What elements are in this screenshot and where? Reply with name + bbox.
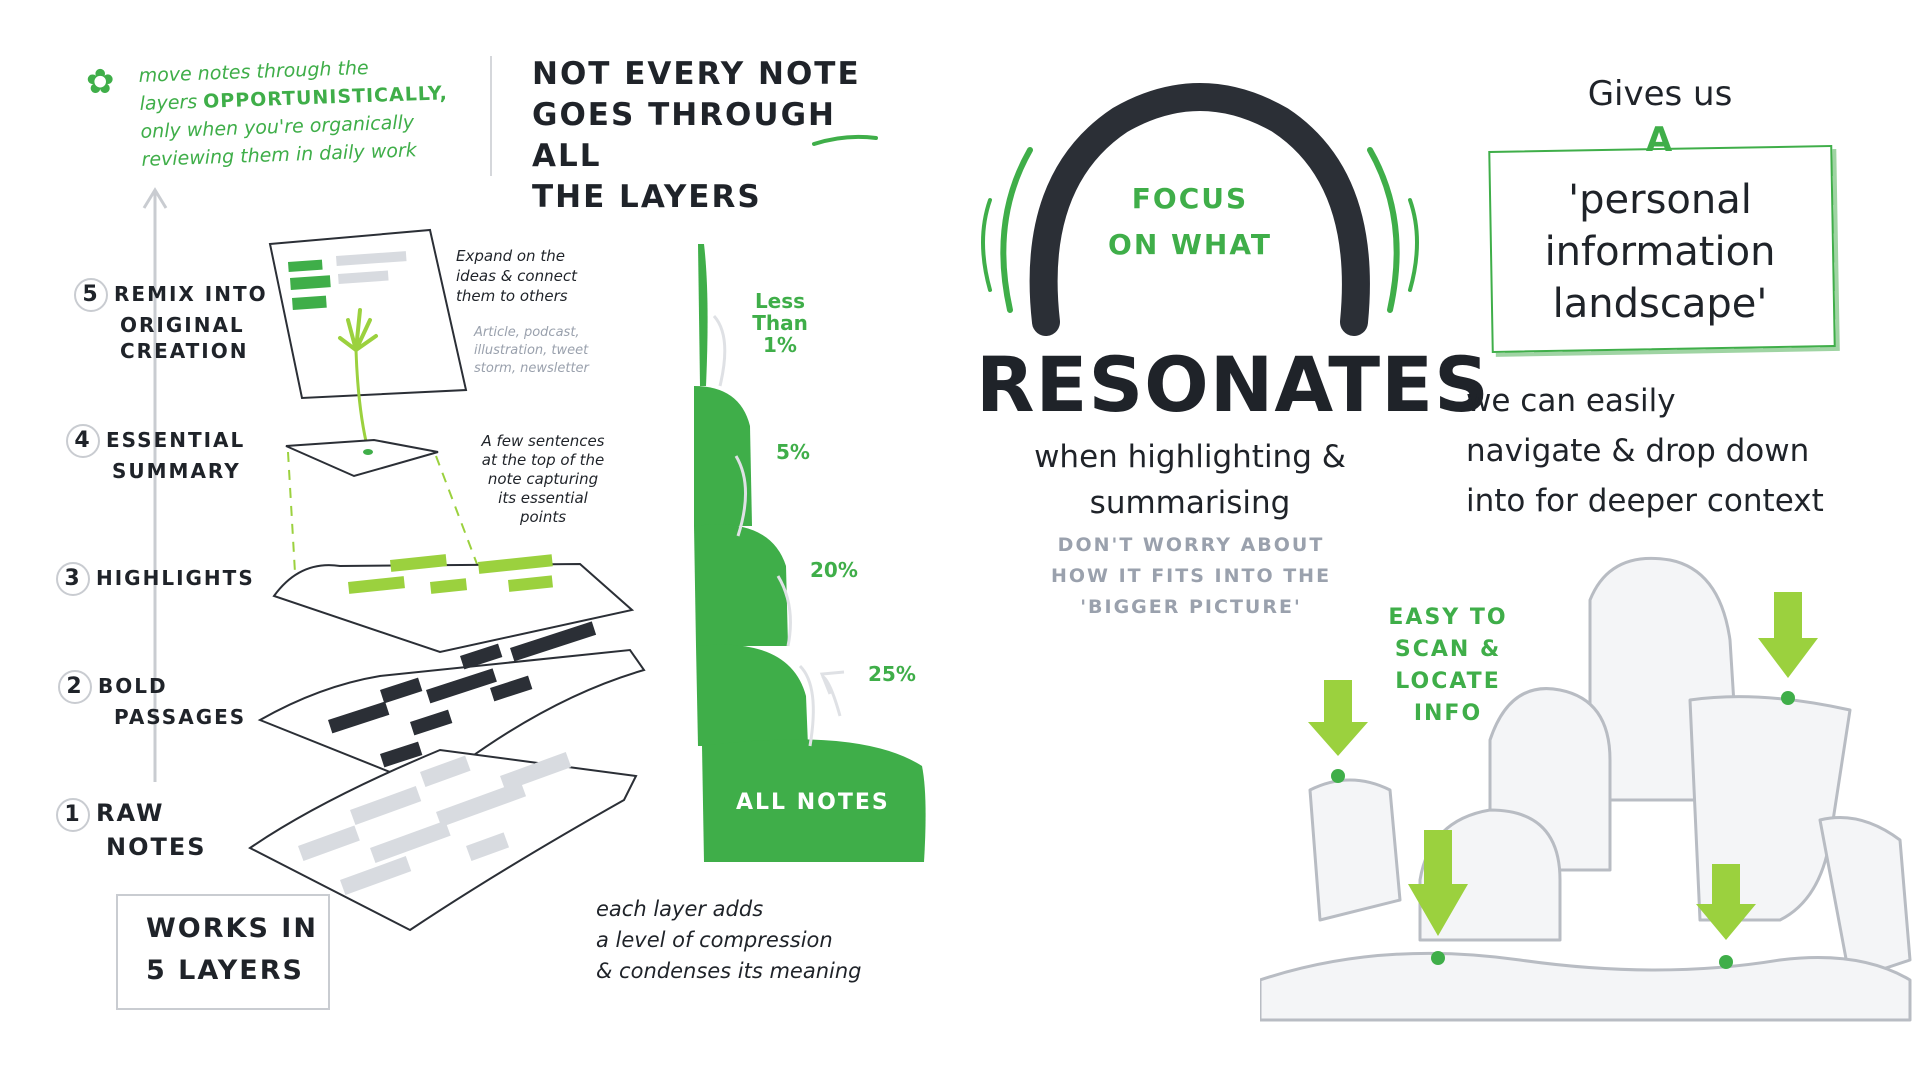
all-underline [812,134,878,146]
compression-annotation: each layer adds a level of compression &… [596,894,916,987]
layers-up-arrow [142,187,168,782]
gives-us-text: Gives us [1587,74,1733,114]
works-in-line2: 5 LAYERS [146,955,304,986]
pil-line3: landscape' [1552,281,1768,327]
navigate-text: we can easily navigate & drop down into … [1466,376,1906,526]
resonates-headline: RESONATES [976,340,1490,429]
outputs-annotation: Article, podcast, illustration, tweet st… [474,324,624,378]
twentyfive-pct-label: 25% [868,662,916,686]
easy-line3: LOCATE [1395,669,1501,694]
navigate-line1: we can easily [1466,383,1676,419]
layer-2-line2: PASSAGES [114,705,247,729]
summary-line5: points [519,508,567,526]
outputs-line3: storm, newsletter [474,361,589,376]
summary-annotation: A few sentences at the top of the note c… [468,432,618,527]
not-every-line2: GOES THROUGH ALL [532,97,836,174]
compression-staircase [694,244,926,862]
easy-to-scan-text: EASY TO SCAN & LOCATE INFO [1368,602,1528,730]
layer-1-line2: NOTES [106,833,207,861]
not-every-line1: NOT every NOTE [532,56,861,92]
compression-line1: each layer adds [596,897,764,921]
dont-worry-line3: 'BIGGER PICTURE' [1080,596,1302,618]
pil-line1: 'personal [1568,177,1752,223]
summary-line3: note capturing [487,470,599,488]
expand-line1: Expand on the [456,247,565,265]
works-in-5-layers-box: WORKS IN 5 LAYERS [116,894,330,1010]
dont-worry-note: DON'T WORRY ABOUT HOW IT FITS INTO THE '… [1046,530,1336,623]
not-every-note-heading: NOT every NOTE GOES THROUGH ALL THE LAYE… [532,54,912,218]
easy-line2: SCAN & [1394,637,1502,662]
compression-line3: & condenses its meaning [596,959,862,983]
summary-line1: A few sentences [481,432,605,450]
focus-line2: ON WHAT [1108,228,1272,261]
less-than-1pct-label: Less Than 1% [740,290,820,356]
navigate-line2: navigate & drop down [1466,433,1810,469]
all-notes-label: ALL NOTES [736,790,890,815]
top-divider [490,56,492,176]
remix-sheet [268,228,468,451]
when-highlighting-text: when highlighting & summarising [990,434,1390,526]
layer-3-number: 3 [56,562,90,596]
layer-4-line2: SUMMARY [112,459,241,483]
summary-line2: at the top of the [481,451,605,469]
bold-passages-sheet [257,621,646,790]
layer-1-line1: RAW [96,799,165,827]
summary-sheet [285,438,481,591]
raw-notes-sheet [248,748,638,932]
less-label: Less [754,289,806,313]
layer-2-line1: BOLD [98,674,168,698]
flower-icon: ✿ [86,62,115,102]
layer-4-number: 4 [66,424,100,458]
highlights-sheet [272,554,635,654]
layer-2-number: 2 [58,670,92,704]
landscape-illustration [1260,556,1912,1022]
easy-line4: INFO [1413,701,1483,726]
pil-line2: information [1544,229,1776,275]
focus-on-what-text: FOCUS ON WHAT [1090,176,1290,268]
layer-5-number: 5 [74,278,108,312]
personal-information-landscape-text: 'personal information landscape' [1500,174,1820,330]
navigate-line3: into for deeper context [1466,483,1824,519]
layer-4-line1: ESSENTIAL [106,428,246,452]
not-every-line3: THE LAYERS [532,179,762,215]
one-pct-label: 1% [763,333,797,357]
compression-line2: a level of compression [596,928,833,952]
layer-5-line1: REMIX INTO [114,282,268,306]
expand-annotation: Expand on the ideas & connect them to ot… [456,246,616,306]
opportunistic-note: move notes through the layers OPPORTUNIS… [138,50,482,174]
outputs-line1: Article, podcast, [474,325,580,340]
when-line1: when highlighting & [1034,439,1346,475]
works-in-line1: WORKS IN [146,913,318,944]
layer-5-line2: ORIGINAL [120,313,245,337]
layer-stack-illustration [248,228,646,932]
resonance-arc-icon [981,83,1419,336]
expand-line3: them to others [456,287,568,305]
dont-worry-line2: HOW IT FITS INTO THE [1050,565,1332,587]
easy-line1: EASY TO [1388,605,1508,630]
twenty-pct-label: 20% [810,558,858,582]
dont-worry-line1: DON'T WORRY ABOUT [1057,534,1325,556]
focus-line1: FOCUS [1131,182,1249,215]
layer-3-line1: HIGHLIGHTS [96,566,255,590]
layer-1-number: 1 [56,798,90,832]
than-label: Than [752,311,808,335]
letter-a-text: A [1645,120,1675,160]
when-line2: summarising [1089,485,1291,521]
expand-line2: ideas & connect [456,267,577,285]
five-pct-label: 5% [776,440,810,464]
top-note-line2-prefix: layers [139,90,198,115]
outputs-line2: illustration, tweet [474,343,589,358]
summary-line4: its essential [498,489,588,507]
layer-5-line3: CREATION [120,339,249,363]
